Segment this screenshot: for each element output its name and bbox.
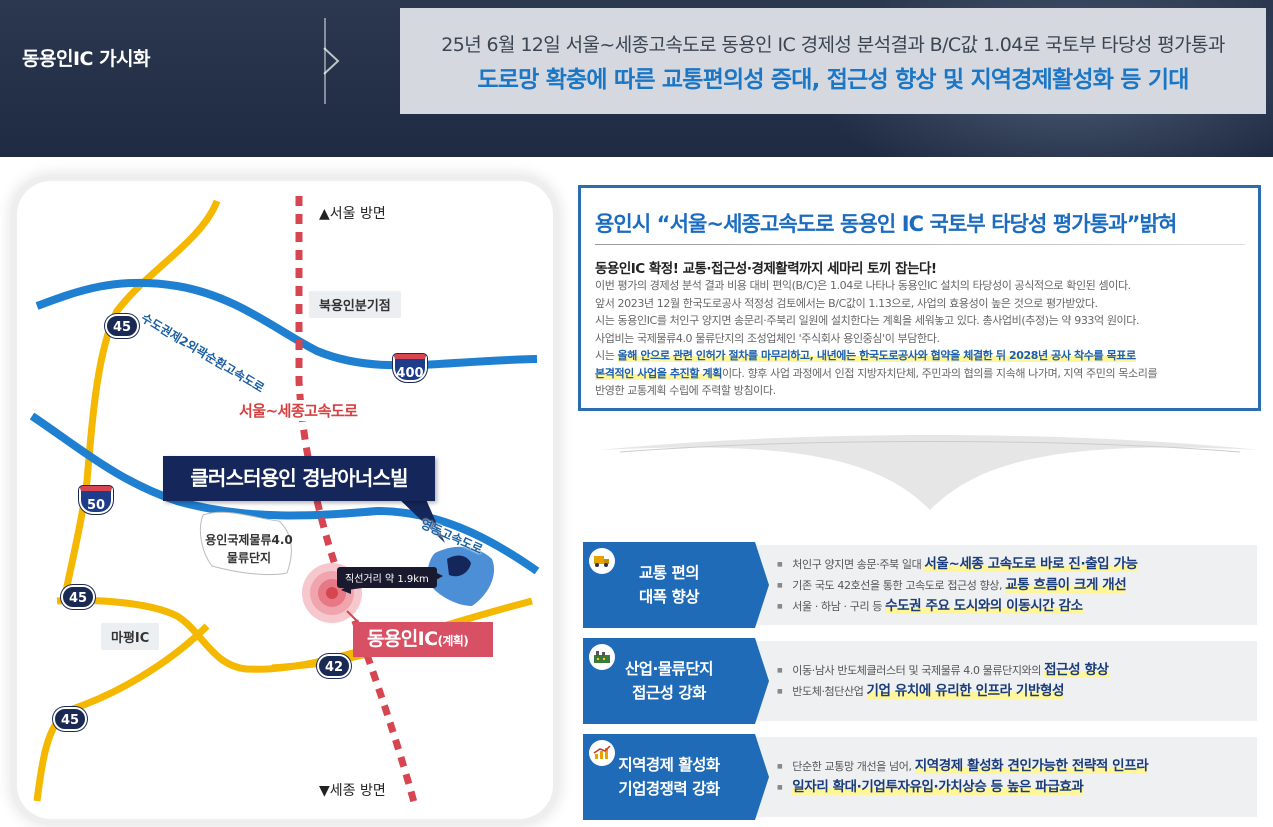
dongyongin-ic-callout: 동용인IC(계획) [353, 622, 493, 657]
buk-junction-label: 북용인분기점 [309, 291, 401, 318]
route-400-shield: 400 [393, 354, 427, 382]
headline-box: 25년 6월 12일 서울~세종고속도로 동용인 IC 경제성 분석결과 B/C… [400, 8, 1266, 114]
apartment-zone [427, 546, 495, 606]
benefit-industry: 산업·물류단지 접근성 강화 이동·남사 반도체클러스터 및 국제물류 4.0 … [583, 638, 1257, 724]
list-item: 기존 국도 42호선을 통한 고속도로 접근성 향상, 교통 흐름이 크게 개선 [777, 575, 1138, 596]
ic-main-label: 동용인IC [367, 628, 438, 650]
list-item-text: 단순한 교통망 개선을 넘어, [792, 760, 915, 773]
article-highlight: 본격적인 사업을 추진할 계획 [595, 366, 722, 380]
list-item-highlight: 수도권 주요 도시와의 이동시간 감소 [885, 597, 1083, 614]
yeongdong-expressway [29, 412, 540, 575]
article-paragraph: 반영한 교통계획 수립에 주력할 방침이다. [595, 384, 776, 397]
logistics-label-line1: 용인국제물류4.0 [205, 533, 293, 547]
cluster-apartment-callout: 클러스터용인 경남아너스빌 [163, 456, 435, 501]
route-45-upper-road [61, 199, 221, 597]
chevron-right-icon [323, 47, 340, 75]
benefit-title-line2: 대폭 향상 [639, 588, 699, 606]
road-map: ▲서울 방면 ▼세종 방면 북용인분기점 마평IC 수도권제2외곽순환고속도로 … [17, 181, 553, 819]
news-article-box: 용인시 “서울~세종고속도로 동용인 IC 국토부 타당성 평가통과”밝혀 동용… [578, 185, 1261, 411]
page-title: 동용인IC 가시화 [22, 48, 151, 70]
benefit-title-line2: 기업경쟁력 강화 [618, 780, 720, 798]
list-item-highlight: 서울~세종 고속도로 바로 진·출입 가능 [924, 555, 1138, 572]
benefit-list: 단순한 교통망 개선을 넘어, 지역경제 활성화 견인가능한 전략적 인프라 일… [777, 734, 1149, 820]
list-item-text: 반도체·첨단산업 [792, 685, 867, 698]
article-paragraph: 앞서 2023년 12월 한국도로공사 적정성 검토에서는 B/C값이 1.13… [595, 296, 1098, 310]
benefit-title-line1: 산업·물류단지 [625, 660, 713, 678]
list-item-highlight: 지역경제 활성화 견인가능한 전략적 인프라 [914, 758, 1149, 774]
route-45-shield-top: 45 [105, 314, 139, 338]
header-divider [324, 18, 326, 104]
article-divider [595, 244, 1245, 245]
article-paragraph: 시는 올해 안으로 관련 인허가 절차를 마무리하고, 내년에는 한국도로공사와… [595, 347, 1245, 365]
seoul-sejong-label: 서울~세종고속도로 [235, 400, 362, 421]
ic-sub-label: (계획) [437, 634, 469, 648]
benefit-list: 처인구 양지면 송문·주북 일대 서울~세종 고속도로 바로 진·출입 가능 기… [777, 542, 1138, 628]
mapyeong-ic-label: 마평IC [101, 623, 160, 650]
factory-icon [589, 644, 615, 670]
list-item-text: 기존 국도 42호선을 통한 고속도로 접근성 향상, [792, 578, 1006, 592]
logistics-zone [199, 511, 292, 576]
distance-tag: 직선거리 약 1.9km [337, 567, 437, 588]
article-title: 용인시 “서울~세종고속도로 동용인 IC 국토부 타당성 평가통과”밝혀 [595, 212, 1177, 236]
article-body: 이번 평가의 경제성 분석 결과 비용 대비 편익(B/C)은 1.04로 나타… [595, 277, 1245, 400]
list-item-text: 이동·남사 반도체클러스터 및 국제물류 4.0 물류단지와의 [792, 664, 1045, 677]
route-45-shield-bottom: 45 [53, 707, 87, 731]
article-paragraph: 시는 동용인IC를 처인구 양지면 송문리·주북리 일원에 설치한다는 계획을 … [595, 314, 1140, 327]
list-item: 일자리 확대·기업투자유입·가치상승 등 높은 파급효과 [777, 777, 1148, 798]
seoul-sejong-expressway [295, 196, 419, 807]
article-paragraph: 이번 평가의 경제성 분석 결과 비용 대비 편익(B/C)은 1.04로 나타… [595, 279, 1131, 292]
chart-icon [589, 740, 615, 766]
logistics-label: 용인국제물류4.0 물류단지 [199, 531, 299, 567]
list-item-text: 처인구 양지면 송문·주북 일대 [792, 557, 925, 571]
sejong-direction-label: ▼세종 방면 [319, 783, 386, 799]
swoosh-decoration [600, 435, 1260, 510]
article-text: 이다. 향후 사업 과정에서 인접 지방자치단체, 주민과의 협의를 지속해 나… [721, 366, 1158, 380]
truck-icon [589, 548, 615, 574]
benefit-title-line1: 지역경제 활성화 [618, 756, 720, 774]
headline-summary: 25년 6월 12일 서울~세종고속도로 동용인 IC 경제성 분석결과 B/C… [441, 34, 1225, 56]
list-item: 반도체·첨단산업 기업 유치에 유리한 인프라 기반형성 [777, 681, 1109, 702]
benefit-title: 교통 편의 대폭 향상 [583, 542, 755, 628]
seoul-direction-label: ▲서울 방면 [319, 206, 386, 222]
benefit-title-line1: 교통 편의 [639, 564, 699, 582]
list-item-text: 서울 · 하남 · 구리 등 [792, 599, 886, 613]
list-item-highlight: 접근성 향상 [1044, 662, 1109, 678]
list-item-highlight: 기업 유치에 유리한 인프라 기반형성 [866, 683, 1065, 699]
callout-pointer [397, 497, 445, 543]
route-50-shield: 50 [79, 486, 113, 514]
benefit-list: 이동·남사 반도체클러스터 및 국제물류 4.0 물류단지와의 접근성 향상 반… [777, 638, 1109, 724]
benefit-title: 산업·물류단지 접근성 강화 [583, 638, 755, 724]
apartment-zone-dark [447, 555, 471, 577]
list-item: 단순한 교통망 개선을 넘어, 지역경제 활성화 견인가능한 전략적 인프라 [777, 756, 1149, 777]
article-highlight: 올해 안으로 관련 인허가 절차를 마무리하고, 내년에는 한국도로공사와 협약… [617, 349, 1136, 362]
benefit-economy: 지역경제 활성화 기업경쟁력 강화 단순한 교통망 개선을 넘어, 지역경제 활… [583, 734, 1257, 820]
headline-main: 도로망 확충에 따른 교통편의성 증대, 접근성 향상 및 지역경제활성화 등 … [477, 67, 1189, 93]
list-item: 서울 · 하남 · 구리 등 수도권 주요 도시와의 이동시간 감소 [777, 596, 1138, 617]
list-item-highlight: 일자리 확대·기업투자유입·가치상승 등 높은 파급효과 [792, 779, 1084, 795]
header-banner: 동용인IC 가시화 25년 6월 12일 서울~세종고속도로 동용인 IC 경제… [0, 0, 1273, 157]
list-item-highlight: 교통 흐름이 크게 개선 [1005, 576, 1127, 593]
benefit-title-line2: 접근성 강화 [632, 684, 706, 702]
article-paragraph: 사업비는 국제물류4.0 물류단지의 조성업체인 '주식회사 용인중심'이 부담… [595, 331, 940, 345]
list-item: 처인구 양지면 송문·주북 일대 서울~세종 고속도로 바로 진·출입 가능 [777, 554, 1138, 575]
article-paragraph: 본격적인 사업을 추진할 계획이다. 향후 사업 과정에서 인접 지방자치단체,… [595, 365, 1245, 383]
list-item: 이동·남사 반도체클러스터 및 국제물류 4.0 물류단지와의 접근성 향상 [777, 660, 1109, 681]
article-text: 시는 [595, 349, 618, 362]
route-45-shield-mid: 45 [61, 585, 95, 609]
logistics-label-line2: 물류단지 [226, 551, 272, 565]
route-42-shield: 42 [317, 654, 351, 678]
benefit-traffic: 교통 편의 대폭 향상 처인구 양지면 송문·주북 일대 서울~세종 고속도로 … [583, 542, 1257, 628]
benefit-title: 지역경제 활성화 기업경쟁력 강화 [583, 734, 755, 820]
article-subtitle: 동용인IC 확정! 교통·접근성·경제활력까지 세마리 토끼 잡는다! [595, 261, 937, 277]
